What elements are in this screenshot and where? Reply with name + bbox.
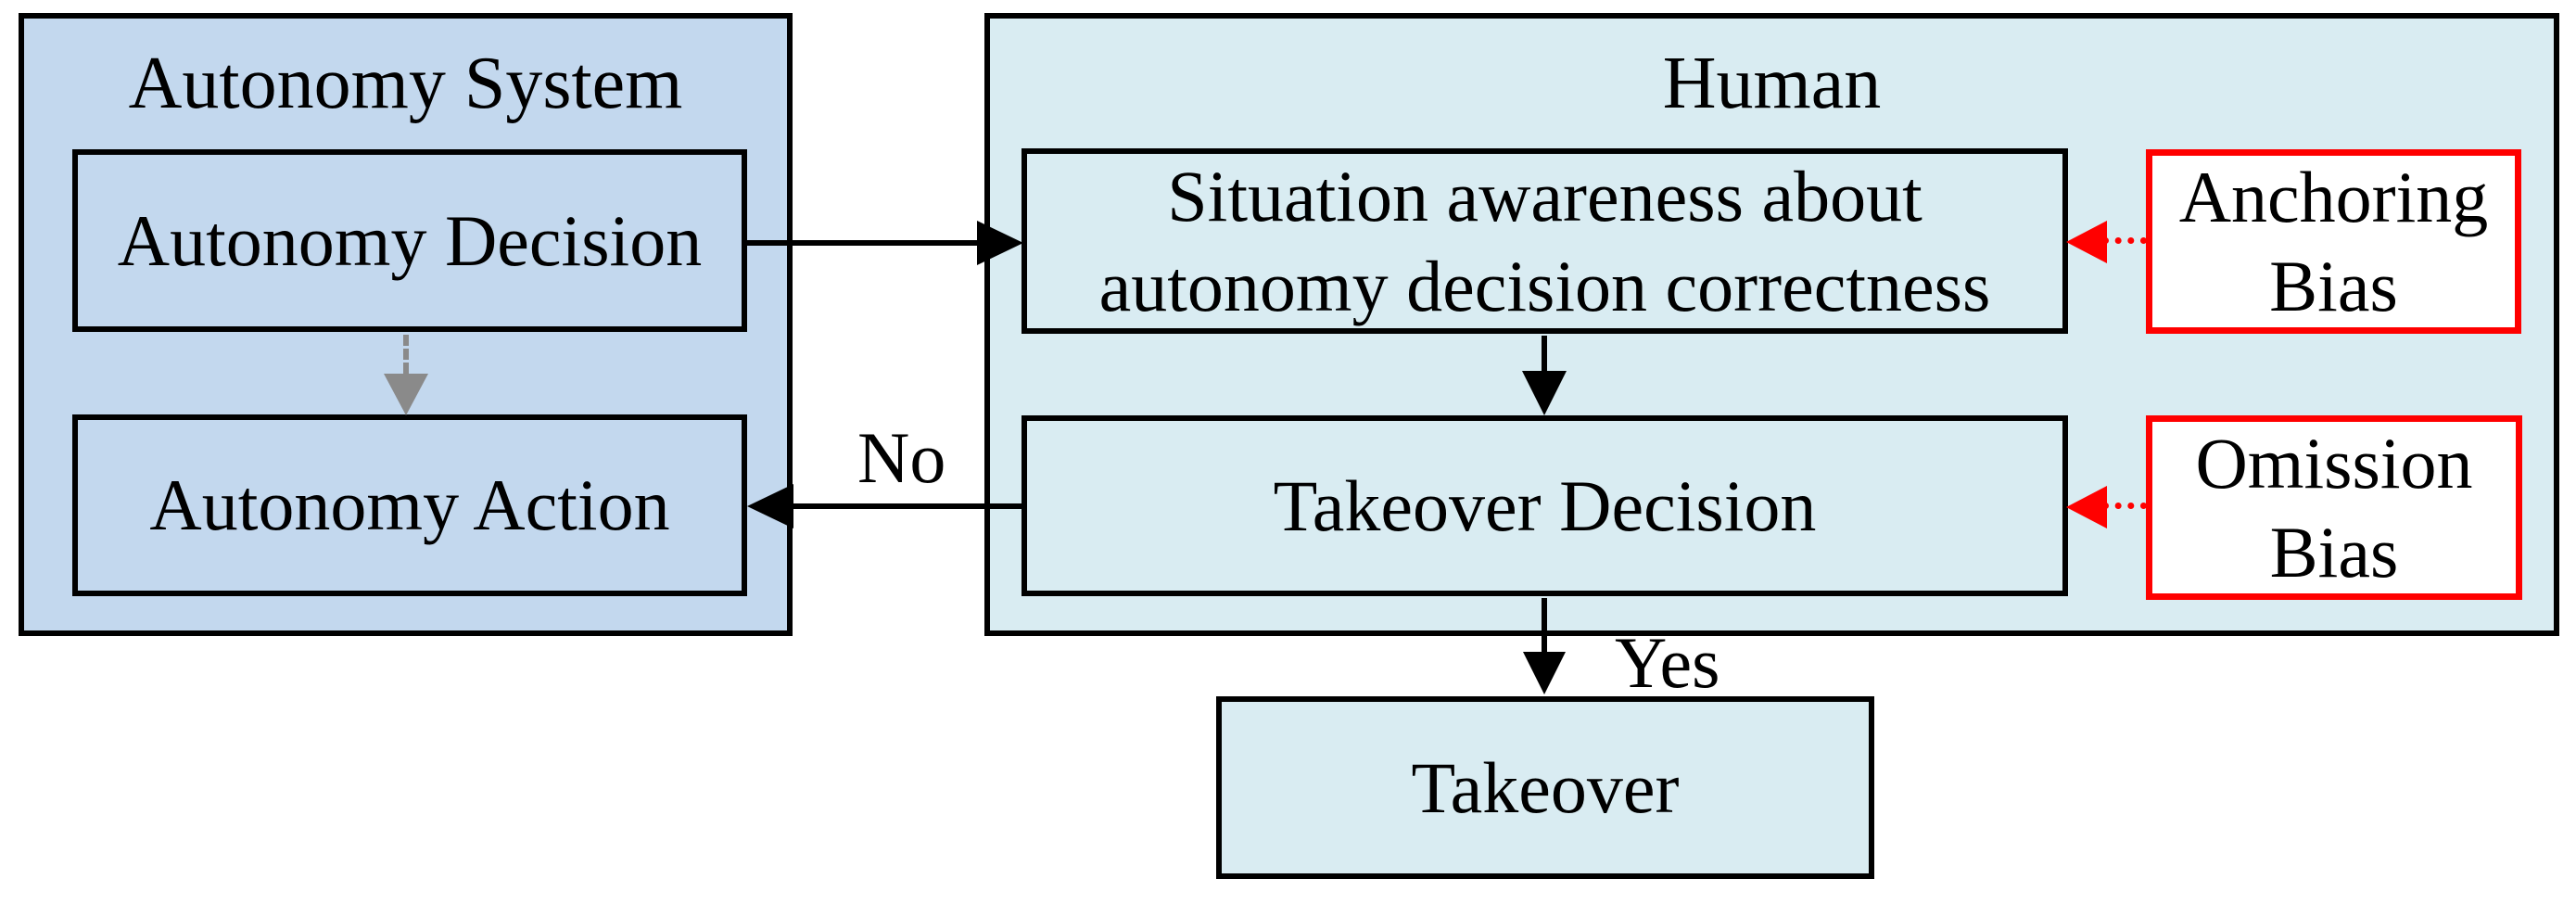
autonomy-decision-label: Autonomy Decision [117,199,703,281]
situation-awareness-label: Situation awareness about autonomy decis… [1098,155,1991,327]
autonomy-system-group: Autonomy System Autonomy Decision Autono… [19,13,793,636]
arrow-anchoring-bias-line [2102,237,2147,244]
autonomy-decision-box: Autonomy Decision [72,149,747,332]
arrow-awareness-to-takeover-decision-line [1542,336,1547,375]
arrow-decision-to-awareness-line [742,240,981,246]
autonomy-action-label: Autonomy Action [149,465,670,546]
arrow-decision-to-awareness-head [977,221,1023,265]
autonomy-system-title: Autonomy System [128,43,683,124]
arrow-awareness-to-takeover-decision-head [1522,371,1567,415]
arrow-decision-to-action-dashed-line [403,335,409,374]
omission-bias-label: Omission Bias [2195,423,2473,592]
arrow-decision-to-action-dashed-head [384,374,428,415]
takeover-decision-box: Takeover Decision [1022,415,2068,596]
situation-awareness-box: Situation awareness about autonomy decis… [1022,148,2068,334]
anchoring-bias-label: Anchoring Bias [2178,157,2489,326]
human-group: Human Situation awareness about autonomy… [984,13,2559,636]
arrow-omission-bias-line [2102,503,2147,509]
yes-label: Yes [1615,622,1720,703]
arrow-no-line [793,503,1023,509]
arrow-omission-bias-head [2066,486,2107,528]
takeover-box: Takeover [1216,696,1874,879]
human-title: Human [1662,43,1882,124]
arrow-no-head [747,484,793,528]
takeover-decision-label: Takeover Decision [1273,465,1817,546]
arrow-yes-head [1523,652,1566,694]
takeover-label: Takeover [1411,746,1680,828]
anchoring-bias-box: Anchoring Bias [2146,149,2521,334]
autonomy-action-box: Autonomy Action [72,414,747,596]
omission-bias-box: Omission Bias [2146,415,2522,600]
arrow-yes-line [1542,598,1547,654]
no-label: No [857,417,946,498]
arrow-anchoring-bias-head [2066,221,2107,263]
